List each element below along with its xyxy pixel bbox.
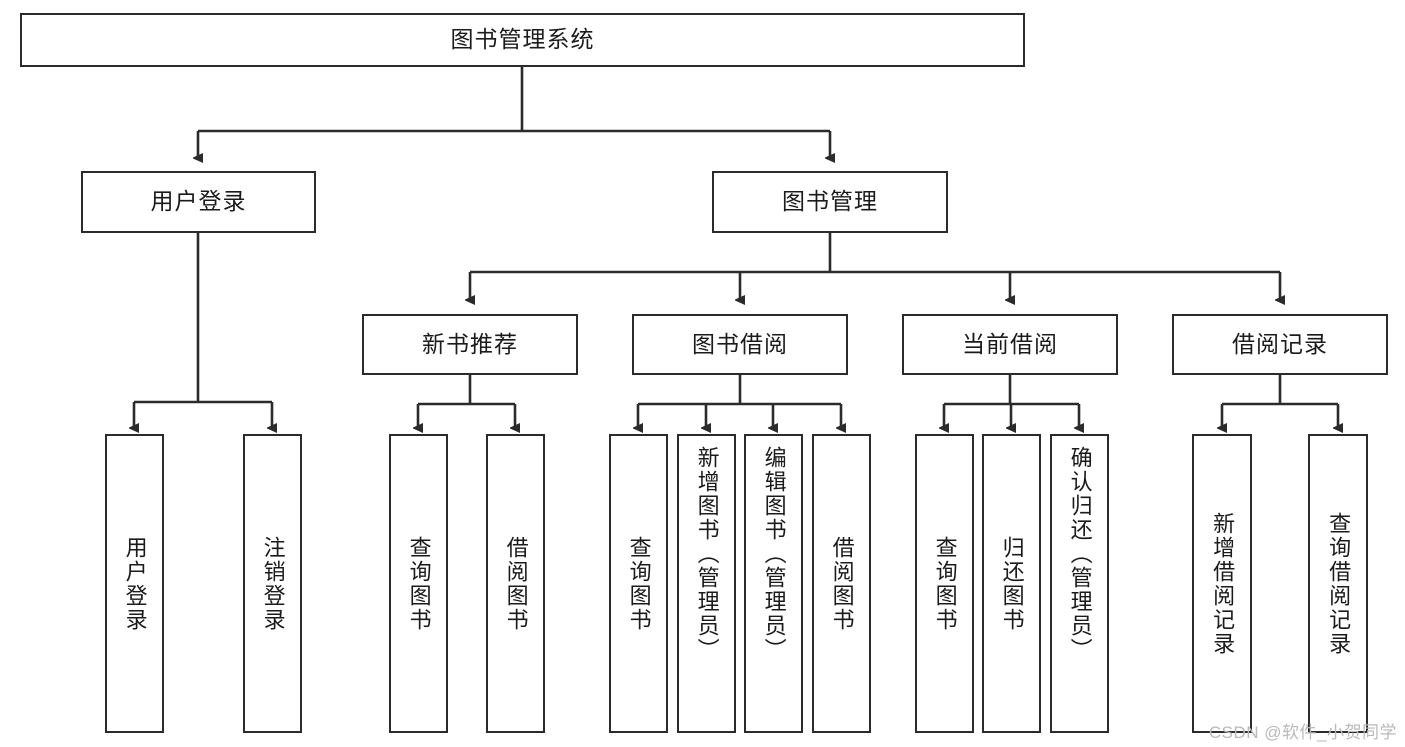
- leaf-borrow-edit-book-admin-label: 编辑图书（管理员）: [761, 446, 787, 662]
- leaf-borrow-edit-book-admin[interactable]: 编辑图书（管理员）: [744, 434, 803, 733]
- leaf-borrow-query-book[interactable]: 查询图书: [609, 434, 668, 733]
- node-root[interactable]: 图书管理系统: [20, 13, 1025, 67]
- leaf-recommend-borrow-book[interactable]: 借阅图书: [486, 434, 545, 733]
- leaf-current-query-book-label: 查询图书: [932, 535, 958, 632]
- node-new-book-recommend-label: 新书推荐: [422, 330, 518, 357]
- leaf-recommend-borrow-book-label: 借阅图书: [503, 535, 529, 632]
- node-book-borrow-label: 图书借阅: [692, 330, 788, 357]
- node-current-borrow-label: 当前借阅: [962, 330, 1058, 357]
- node-book-manage[interactable]: 图书管理: [712, 171, 948, 233]
- leaf-record-query-record-label: 查询借阅记录: [1326, 511, 1352, 656]
- leaf-current-return-book-label: 归还图书: [999, 535, 1025, 632]
- leaf-recommend-query-book[interactable]: 查询图书: [389, 434, 448, 733]
- node-borrow-record[interactable]: 借阅记录: [1172, 314, 1388, 375]
- leaf-current-confirm-return-admin[interactable]: 确认归还（管理员）: [1050, 434, 1109, 733]
- leaf-record-add-record-label: 新增借阅记录: [1210, 511, 1236, 656]
- node-new-book-recommend[interactable]: 新书推荐: [362, 314, 578, 375]
- watermark-text: CSDN @软件_小贺同学: [1208, 723, 1397, 742]
- leaf-borrow-borrow-book[interactable]: 借阅图书: [812, 434, 871, 733]
- leaf-current-query-book[interactable]: 查询图书: [915, 434, 974, 733]
- leaf-record-query-record[interactable]: 查询借阅记录: [1308, 434, 1368, 733]
- leaf-borrow-add-book-admin-label: 新增图书（管理员）: [694, 446, 720, 662]
- node-borrow-record-label: 借阅记录: [1232, 330, 1328, 357]
- node-root-label: 图书管理系统: [450, 26, 595, 53]
- leaf-recommend-query-book-label: 查询图书: [406, 535, 432, 632]
- node-user-login-label: 用户登录: [150, 188, 247, 215]
- leaf-current-return-book[interactable]: 归还图书: [982, 434, 1041, 733]
- leaf-logout-login[interactable]: 注销登录: [243, 434, 302, 733]
- node-book-borrow[interactable]: 图书借阅: [632, 314, 848, 375]
- node-user-login[interactable]: 用户登录: [81, 171, 316, 233]
- leaf-borrow-borrow-book-label: 借阅图书: [829, 535, 855, 632]
- leaf-user-login[interactable]: 用户登录: [105, 434, 164, 733]
- leaf-borrow-add-book-admin[interactable]: 新增图书（管理员）: [677, 434, 736, 733]
- node-book-manage-label: 图书管理: [782, 188, 878, 215]
- leaf-user-login-label: 用户登录: [122, 535, 148, 632]
- leaf-borrow-query-book-label: 查询图书: [626, 535, 652, 632]
- leaf-record-add-record[interactable]: 新增借阅记录: [1192, 434, 1252, 733]
- node-current-borrow[interactable]: 当前借阅: [902, 314, 1118, 375]
- leaf-current-confirm-return-admin-label: 确认归还（管理员）: [1067, 446, 1093, 662]
- leaf-logout-login-label: 注销登录: [260, 535, 286, 632]
